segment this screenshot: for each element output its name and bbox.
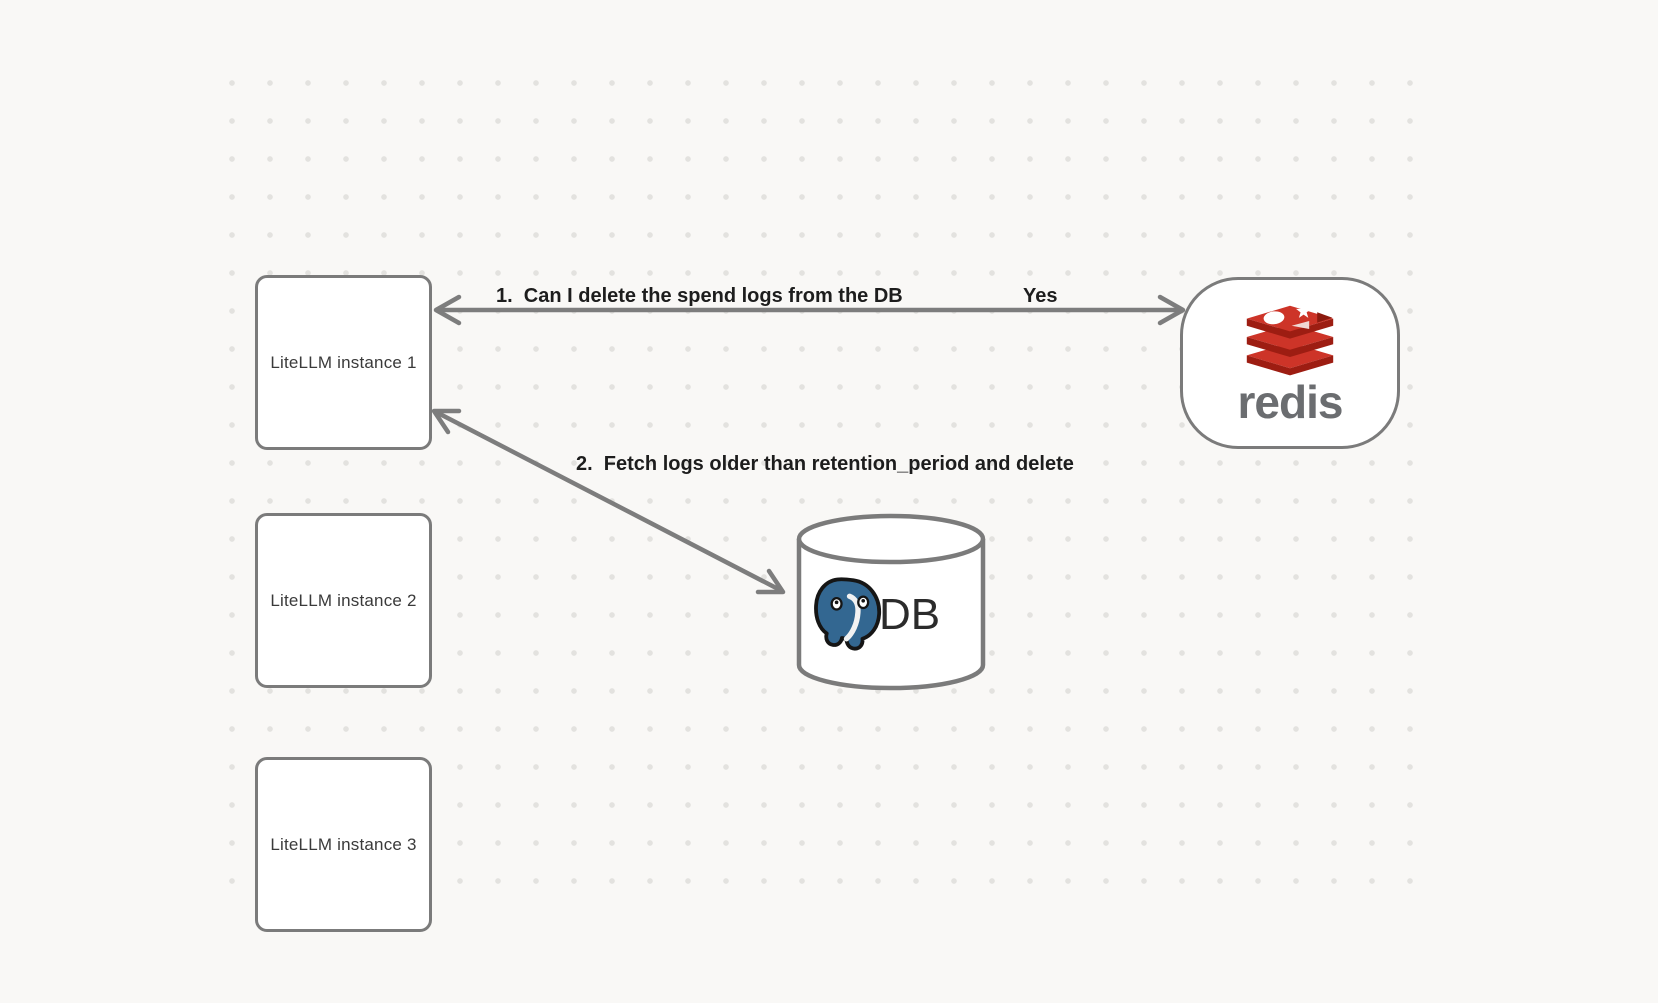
redis-wordmark: redis <box>1237 376 1344 428</box>
arrow1-question-label: 1. Can I delete the spend logs from the … <box>496 285 903 307</box>
arrow2-action-label: 2. Fetch logs older than retention_perio… <box>576 453 1074 475</box>
node-label: LiteLLM instance 2 <box>270 590 417 610</box>
node-label: LiteLLM instance 1 <box>270 352 417 372</box>
node-redis: redis <box>1180 277 1400 449</box>
arrow-instance1-db <box>431 408 786 595</box>
arrow-instance1-redis <box>433 294 1186 326</box>
database-cylinder <box>796 513 986 691</box>
arrow1-answer-label: Yes <box>1023 285 1058 307</box>
postgresql-elephant-icon <box>814 577 882 651</box>
node-litellm-instance-3: LiteLLM instance 3 <box>255 757 432 932</box>
database-label: DB <box>879 590 941 639</box>
node-label: LiteLLM instance 3 <box>270 834 417 854</box>
node-litellm-instance-1: LiteLLM instance 1 <box>255 275 432 450</box>
node-litellm-instance-2: LiteLLM instance 2 <box>255 513 432 688</box>
redis-stack-icon <box>1246 303 1334 376</box>
